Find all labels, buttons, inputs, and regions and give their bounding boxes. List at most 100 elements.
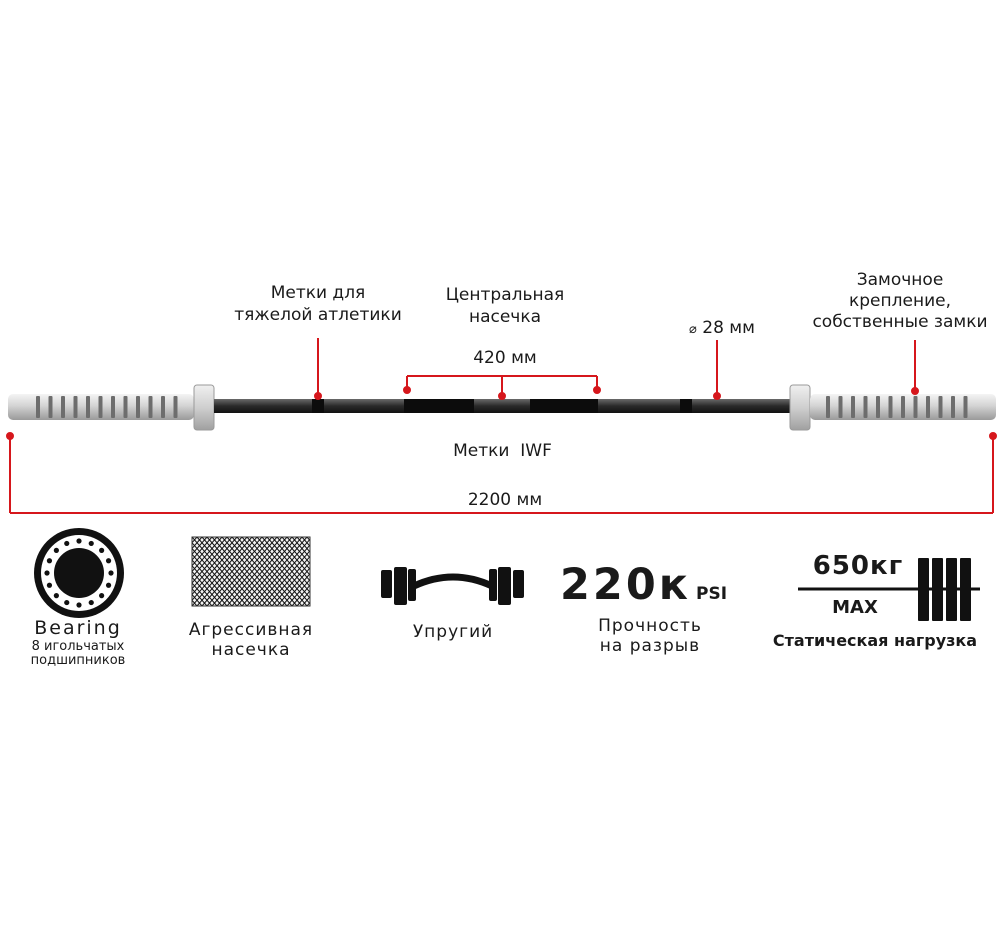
total-length-dimension [6,432,997,514]
weightlifting-marks-label: Метки для тяжелой атлетики [234,283,402,325]
knurl-line [327,537,387,606]
bearing-ball [76,538,82,544]
bar-shaft [214,399,790,413]
knurl-line [327,537,387,606]
bearing-ball [46,582,53,588]
weight-stack-icon [798,558,980,621]
bearing-ball [64,599,70,606]
knurl-line [281,573,310,606]
bearing-ball [99,593,105,599]
sleeve-groove [36,396,40,418]
center-knurl-label: Центральная насечка [445,285,565,327]
max-load-value: 650кг [812,551,904,581]
knurl-line [342,537,402,606]
bearing-ball [99,547,105,553]
right-sleeve [810,394,996,420]
center-knurl-bracket [403,375,601,400]
bearing-ball [108,570,114,576]
sleeve-groove [48,396,53,418]
sleeve-groove [98,396,103,418]
sleeve-groove [73,396,78,418]
sleeve-groove [61,396,65,418]
max-load-caption: Статическая нагрузка [772,631,978,650]
center-knurl-length: 420 мм [473,348,537,368]
knurl-line [122,537,182,606]
flexible-caption: Упругий [412,622,494,642]
bearing-icon [34,528,124,618]
sleeve-groove [111,396,115,418]
bearing-ball [76,602,82,608]
sleeve-groove [838,396,843,418]
sleeve-lock-label: Замочное крепление, собственные замки [812,270,988,332]
bearing-ball [105,558,112,564]
knurl-line [291,584,310,606]
knurl-line [192,537,198,544]
bearing-ball [64,540,70,547]
sleeve-groove [951,396,955,418]
tensile-strength: 220к PSI [560,560,750,610]
diameter-icon: ⌀ [689,322,697,337]
knurl-line [306,601,310,606]
knurl-line [322,537,382,606]
knurl-line [296,590,310,606]
knurl-line [281,537,310,570]
sleeve-groove [161,396,165,418]
knurl-line [322,537,382,606]
flexible-bar-icon [381,567,524,605]
bearing-caption: Bearing 8 игольчатых подшипников [18,616,138,668]
knurling-icon [117,536,402,607]
sleeve-groove [148,396,153,418]
diameter-label: ⌀ 28 мм [689,318,755,338]
knurl-line [192,599,198,606]
sleeve-groove [863,396,868,418]
knurl-line [261,550,310,606]
sleeve-groove [876,396,880,418]
tensile-caption: Прочность на разрыв [598,616,702,656]
sleeve-groove [86,396,90,418]
knurl-line [276,567,310,606]
right-collar [789,384,811,431]
knurl-line [122,537,182,606]
sleeve-groove [963,396,968,418]
knurl-line [117,537,177,606]
knurl-line [312,537,372,606]
bearing-ball [53,593,59,599]
total-length-label: 2200 мм [467,490,543,510]
bearing-ball [105,582,112,588]
sleeve-groove [123,396,128,418]
left-sleeve [8,394,194,420]
sleeve-groove [926,396,930,418]
knurl-line [306,537,310,542]
knurl-line [317,537,377,606]
sleeve-groove [938,396,943,418]
sleeve-groove [888,396,893,418]
sleeve-groove [826,396,830,418]
left-collar [193,384,215,431]
bearing-ball [44,570,50,576]
knurling-caption: Агрессивная насечка [188,620,314,660]
knurl-line [312,537,372,606]
knurl-line [296,537,310,553]
bearing-ball [53,547,59,553]
sleeve-groove [901,396,905,418]
sleeve-groove [136,396,140,418]
knurl-line [286,578,310,606]
knurl-line [192,605,193,606]
knurl-line [117,537,177,606]
bearing-ball [88,540,94,547]
iwf-marks-label: Метки IWF [453,441,552,461]
tensile-unit: PSI [696,584,728,604]
bearing-ball [46,558,53,564]
knurl-line [127,537,187,606]
knurl-line [342,537,402,606]
tensile-value: 220к [560,560,691,610]
sleeve-groove [173,396,178,418]
sleeve-groove [913,396,918,418]
knurl-line [291,537,310,559]
knurl-line [192,537,193,538]
max-load-max: MAX [832,597,878,618]
knurl-line [301,537,310,547]
knurl-line [317,537,377,606]
knurl-line [286,537,310,565]
